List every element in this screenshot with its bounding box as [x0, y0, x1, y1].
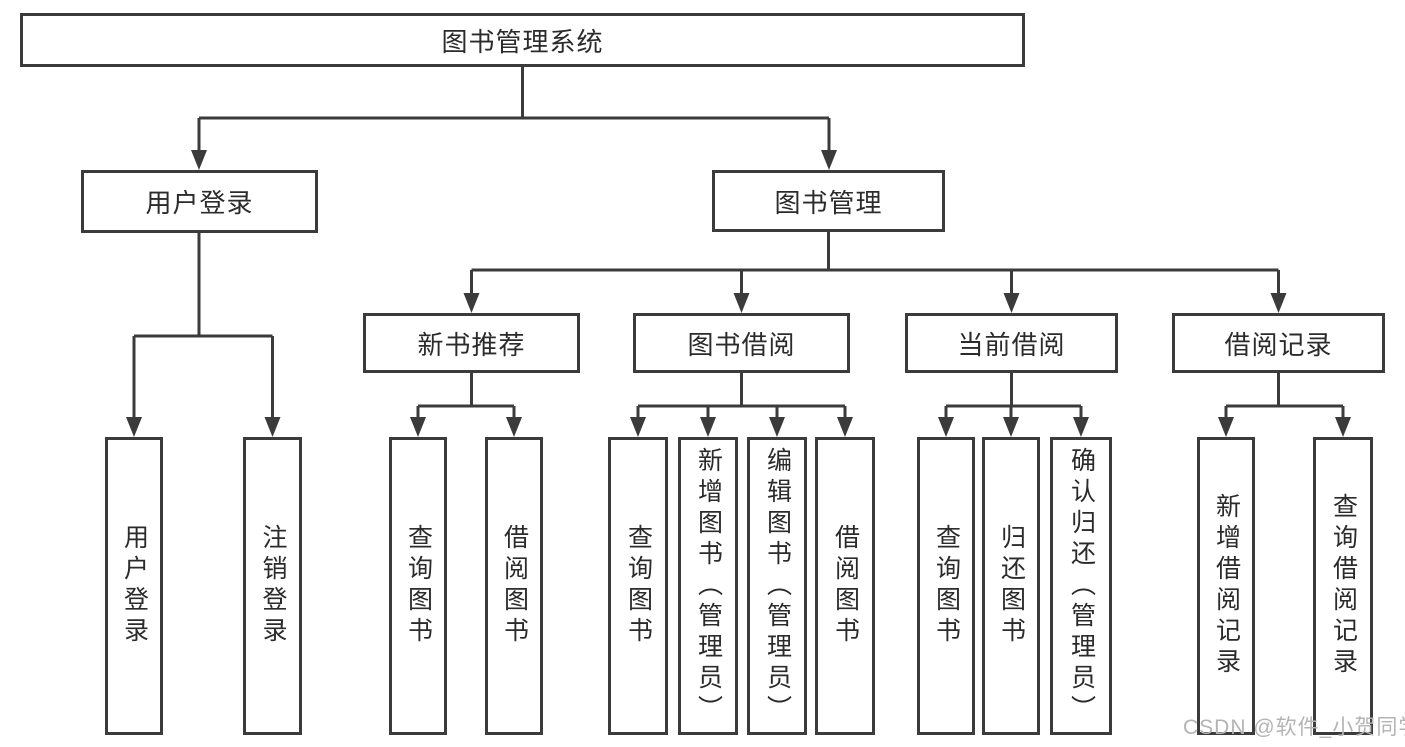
leaf-edit-book-admin: 编辑图书（管理员）: [747, 437, 807, 735]
leaf-confirm-return-admin-label: 确认归还（管理员）: [1067, 446, 1096, 726]
leaf-add-borrow-record-label: 新增借阅记录: [1212, 493, 1241, 679]
leaf-query-borrow-record-label: 查询借阅记录: [1329, 493, 1358, 679]
leaf-borrow-book-newrec-label: 借阅图书: [500, 524, 529, 648]
leaf-query-book-current: 查询图书: [917, 437, 975, 735]
leaf-return-book-label: 归还图书: [997, 524, 1026, 648]
leaf-logout: 注销登录: [243, 437, 302, 735]
leaf-user-login: 用户登录: [105, 437, 163, 735]
node-root: 图书管理系统: [20, 13, 1025, 67]
leaf-add-book-admin: 新增图书（管理员）: [678, 437, 738, 735]
leaf-borrow-book-borrow: 借阅图书: [815, 437, 875, 735]
node-current-borrow: 当前借阅: [905, 313, 1118, 373]
node-borrow-records: 借阅记录: [1172, 313, 1385, 373]
arrowheads: [126, 150, 1351, 437]
connector-paths: [132, 67, 1345, 418]
leaf-add-book-admin-label: 新增图书（管理员）: [694, 446, 723, 726]
leaf-query-book-newrec: 查询图书: [389, 437, 447, 735]
leaf-query-book-borrow-label: 查询图书: [624, 524, 653, 648]
leaf-return-book: 归还图书: [982, 437, 1040, 735]
leaf-logout-label: 注销登录: [259, 524, 287, 648]
leaf-query-borrow-record: 查询借阅记录: [1313, 437, 1373, 735]
leaf-query-book-borrow: 查询图书: [608, 437, 668, 735]
leaf-query-book-newrec-label: 查询图书: [404, 524, 433, 648]
node-new-book-recommend: 新书推荐: [363, 313, 580, 373]
leaf-edit-book-admin-label: 编辑图书（管理员）: [763, 446, 792, 726]
leaf-borrow-book-newrec: 借阅图书: [485, 437, 543, 735]
csdn-watermark: CSDN @软件_小贺同学: [1183, 716, 1405, 739]
node-book-management: 图书管理: [712, 170, 945, 232]
leaf-user-login-label: 用户登录: [120, 524, 149, 648]
leaf-confirm-return-admin: 确认归还（管理员）: [1050, 437, 1112, 735]
node-book-borrow: 图书借阅: [633, 313, 850, 373]
leaf-query-book-current-label: 查询图书: [932, 524, 961, 648]
leaf-borrow-book-borrow-label: 借阅图书: [831, 524, 860, 648]
leaf-add-borrow-record: 新增借阅记录: [1197, 437, 1255, 735]
node-user-login: 用户登录: [81, 170, 318, 233]
